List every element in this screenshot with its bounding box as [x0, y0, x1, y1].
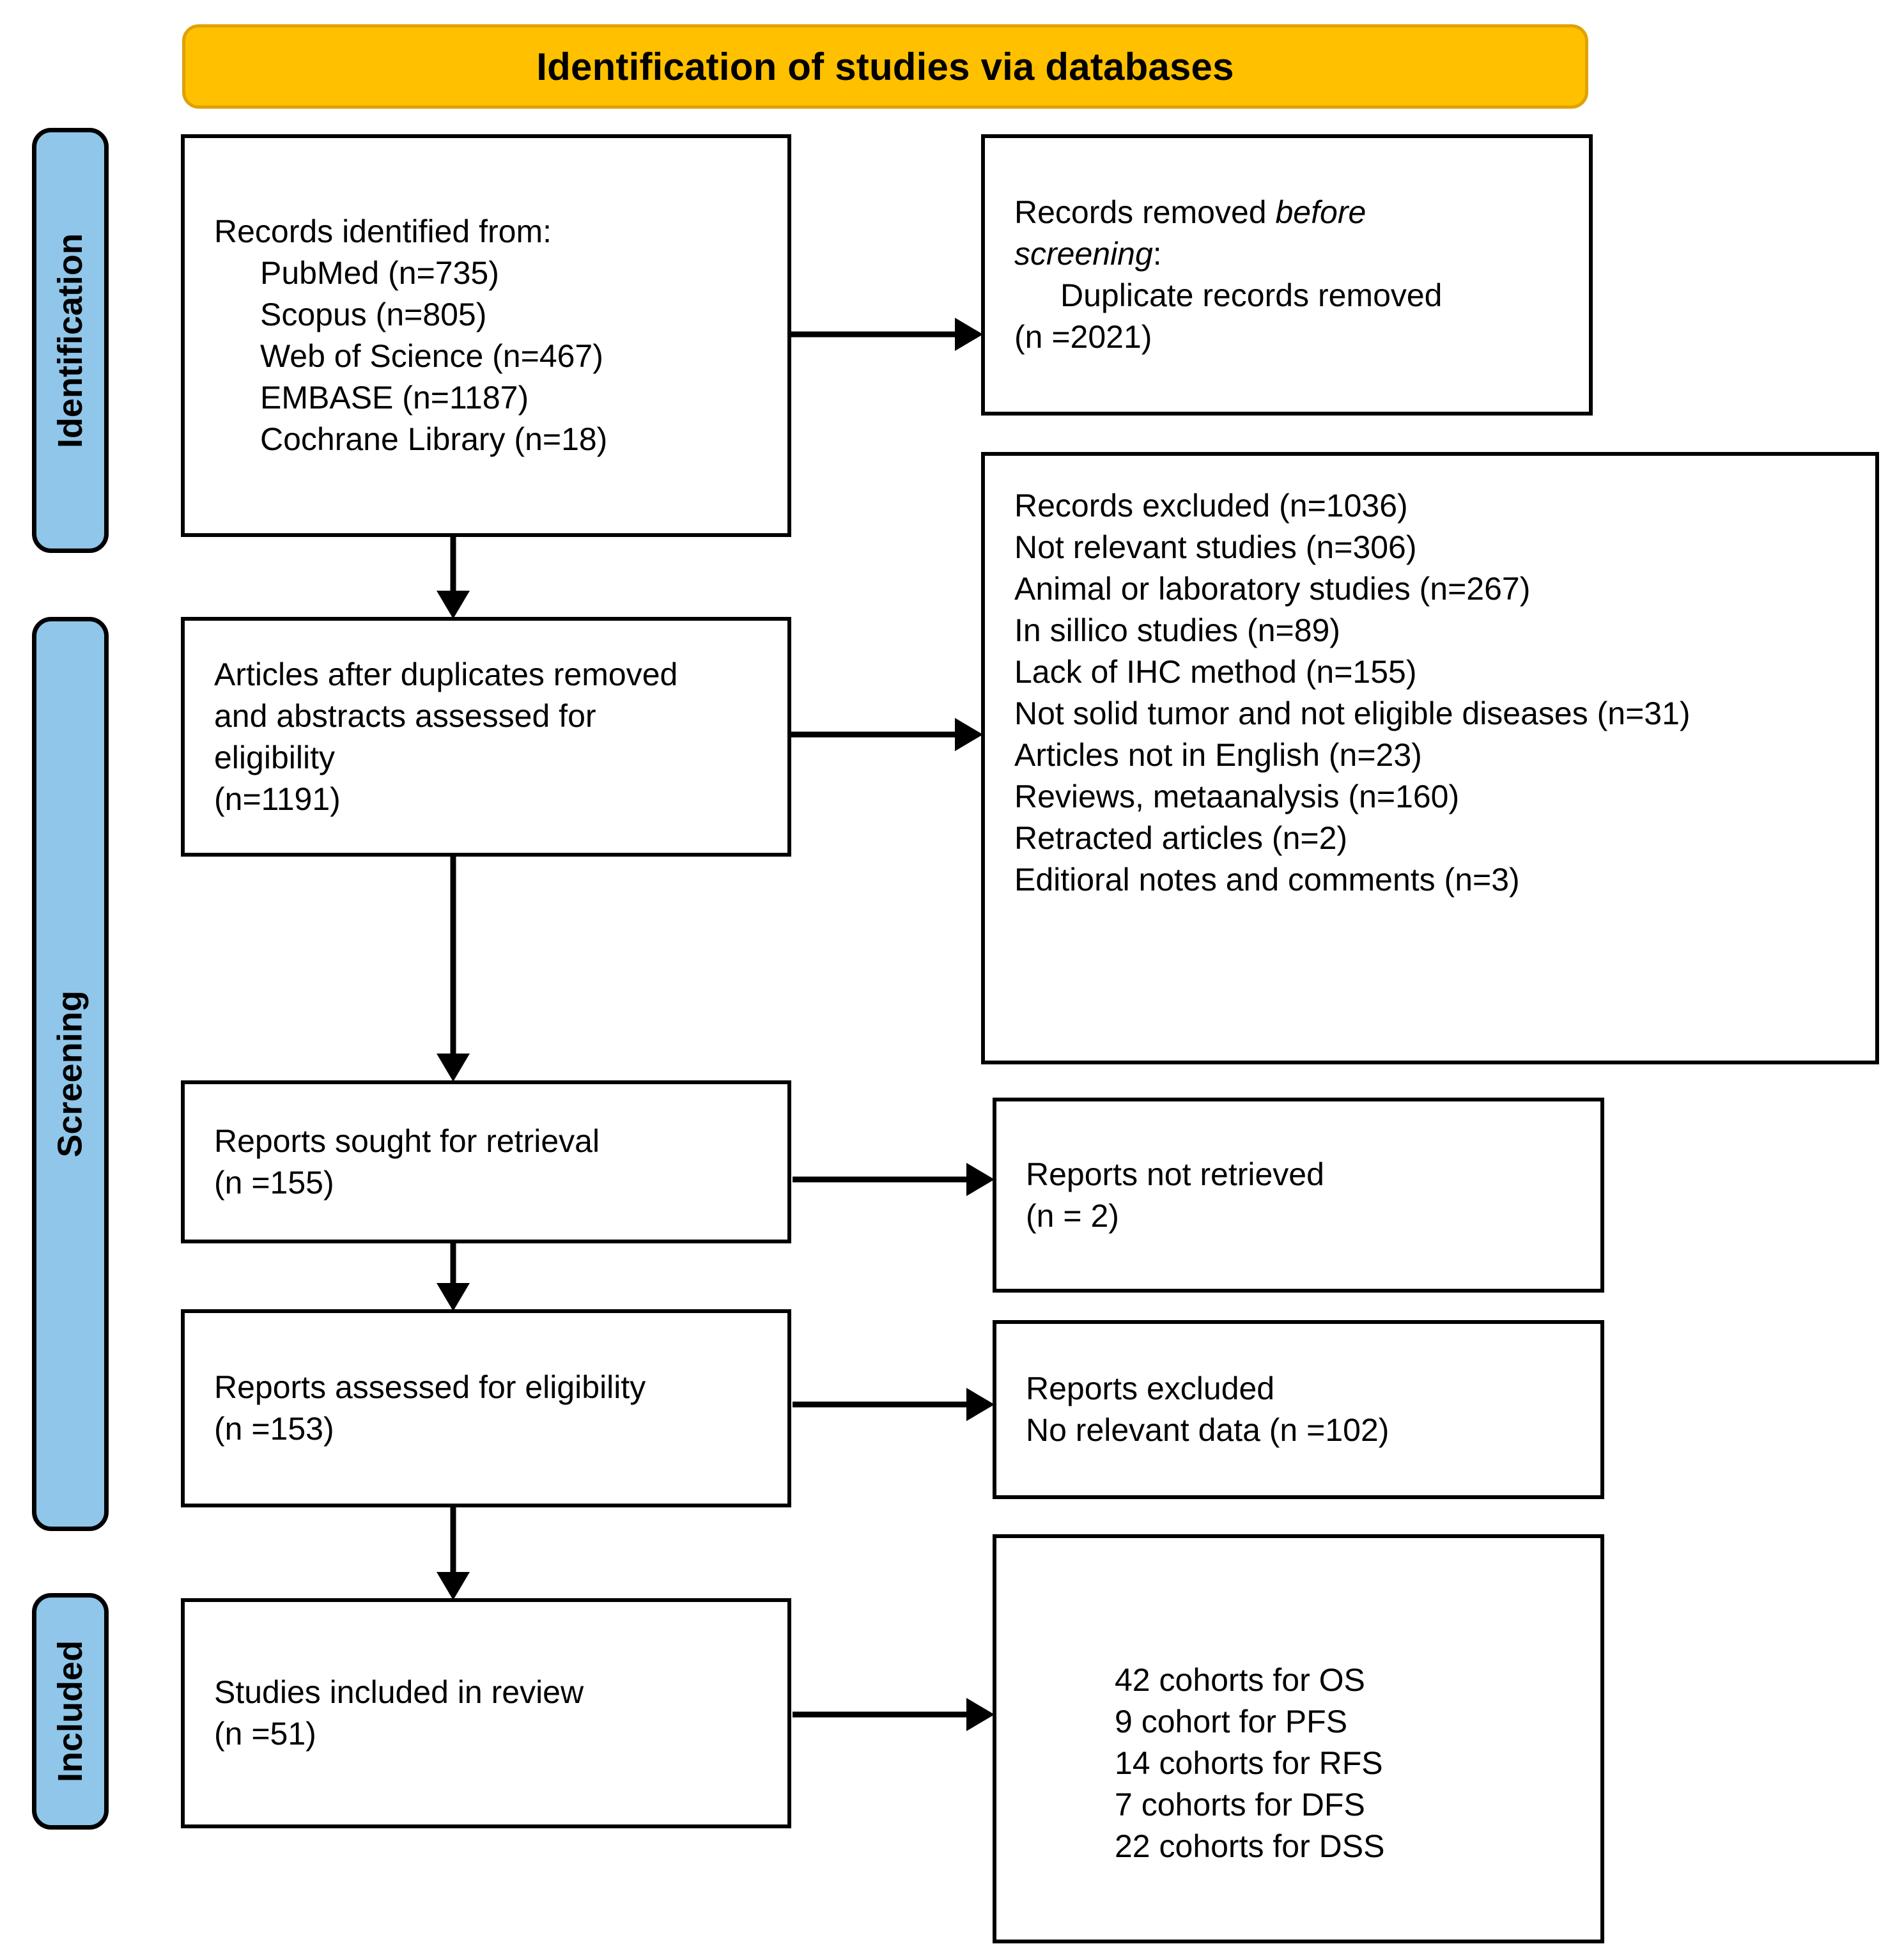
duplicate-records-removed: Duplicate records removed [1060, 277, 1443, 313]
arrow-head [437, 1054, 470, 1082]
removed-before-colon: : [1152, 236, 1162, 272]
box-records-excluded: Records excluded (n=1036) Not relevant s… [981, 452, 1879, 1064]
removed-before-emphasis-2: screening [1014, 236, 1153, 272]
arrow-identified-to-after-dupes [436, 537, 470, 619]
box-reports-assessed-for-eligibility: Reports assessed for eligibility (n =153… [181, 1309, 791, 1507]
cohorts-dfs: 7 cohorts for DFS [1115, 1787, 1365, 1823]
exclusion-in-sillico: In sillico studies (n=89) [1014, 612, 1340, 648]
arrow-shaft [450, 537, 456, 592]
removed-before-text: Records removed [1014, 194, 1276, 230]
after-dupes-count: (n=1191) [214, 781, 341, 817]
arrow-sought-to-assessed [436, 1243, 470, 1311]
box-reports-sought-for-retrieval: Reports sought for retrieval (n =155) [181, 1080, 791, 1243]
not-retrieved-count: (n = 2) [1026, 1197, 1119, 1234]
phase-tab-screening: Screening [32, 617, 109, 1531]
arrow-head [955, 718, 983, 751]
box-studies-included-in-review: Studies included in review (n =51) [181, 1598, 791, 1828]
assessed-line1: Reports assessed for eligibility [214, 1369, 646, 1405]
records-identified-heading: Records identified from: [214, 214, 552, 249]
reports-excluded-line2: No relevant data (n =102) [1026, 1412, 1389, 1448]
source-embase: EMBASE (n=1187) [260, 380, 529, 416]
arrow-shaft [450, 857, 456, 1055]
box-reports-excluded: Reports excluded No relevant data (n =10… [993, 1320, 1604, 1499]
removed-before-emphasis: before [1275, 194, 1366, 230]
phase-tab-identification: Identification [32, 128, 109, 553]
arrow-identified-to-removed [791, 317, 983, 352]
removed-before-line2: screening: [1014, 233, 1572, 275]
arrow-shaft [450, 1507, 456, 1573]
arrow-head [437, 591, 470, 619]
cohorts-os: 42 cohorts for OS [1115, 1662, 1365, 1698]
arrow-shaft [791, 731, 955, 738]
source-web-of-science: Web of Science (n=467) [260, 338, 603, 374]
arrow-after-dupes-to-records-excluded [791, 717, 983, 752]
cohorts-dss: 22 cohorts for DSS [1115, 1828, 1385, 1864]
arrow-shaft [793, 1711, 966, 1718]
not-retrieved-line1: Reports not retrieved [1026, 1156, 1324, 1192]
phase-label-identification: Identification [51, 233, 89, 448]
exclusion-not-solid-tumor: Not solid tumor and not eligible disease… [1014, 696, 1691, 731]
sought-count: (n =155) [214, 1164, 334, 1201]
box-records-removed-before-screening: Records removed before screening: Duplic… [981, 134, 1593, 416]
source-cochrane-library: Cochrane Library (n=18) [260, 421, 608, 457]
included-line1: Studies included in review [214, 1674, 584, 1710]
arrow-assessed-to-included [436, 1507, 470, 1600]
arrow-shaft [791, 331, 955, 338]
arrow-shaft [793, 1401, 966, 1408]
arrow-head [966, 1698, 995, 1731]
arrow-head [966, 1388, 995, 1421]
box-reports-not-retrieved: Reports not retrieved (n = 2) [993, 1098, 1604, 1293]
after-dupes-line1: Articles after duplicates removed [214, 656, 678, 692]
records-excluded-total: Records excluded (n=1036) [1014, 488, 1408, 524]
removed-before-line1: Records removed before [1014, 192, 1572, 233]
arrow-head [955, 318, 983, 351]
arrow-head [437, 1283, 470, 1311]
box-records-identified: Records identified from: PubMed (n=735) … [181, 134, 791, 537]
included-count: (n =51) [214, 1716, 316, 1752]
exclusion-editorial-notes: Editioral notes and comments (n=3) [1014, 862, 1520, 898]
header-banner: Identification of studies via databases [182, 24, 1588, 109]
exclusion-not-relevant: Not relevant studies (n=306) [1014, 529, 1417, 565]
arrow-shaft [793, 1176, 966, 1183]
reports-excluded-line1: Reports excluded [1026, 1371, 1275, 1406]
banner-title: Identification of studies via databases [536, 45, 1234, 88]
arrow-head [966, 1163, 995, 1196]
arrow-head [437, 1572, 470, 1600]
phase-label-screening: Screening [51, 990, 89, 1158]
arrow-sought-to-not-retrieved [793, 1162, 995, 1197]
exclusion-retracted: Retracted articles (n=2) [1014, 820, 1348, 856]
assessed-count: (n =153) [214, 1411, 334, 1447]
sought-line1: Reports sought for retrieval [214, 1123, 600, 1159]
phase-tab-included: Included [32, 1593, 109, 1830]
exclusion-lack-ihc: Lack of IHC method (n=155) [1014, 654, 1417, 690]
cohorts-pfs: 9 cohort for PFS [1115, 1704, 1348, 1739]
box-cohorts-by-outcome: 42 cohorts for OS 9 cohort for PFS 14 co… [993, 1534, 1604, 1943]
cohorts-rfs: 14 cohorts for RFS [1115, 1745, 1383, 1781]
exclusion-reviews-metaanalysis: Reviews, metaanalysis (n=160) [1014, 779, 1460, 814]
box-articles-after-duplicates: Articles after duplicates removed and ab… [181, 617, 791, 857]
exclusion-not-english: Articles not in English (n=23) [1014, 737, 1422, 773]
after-dupes-line2: and abstracts assessed for [214, 697, 596, 734]
source-pubmed: PubMed (n=735) [260, 255, 499, 291]
source-scopus: Scopus (n=805) [260, 297, 487, 332]
after-dupes-line3: eligibility [214, 739, 335, 775]
arrow-assessed-to-reports-excluded [793, 1387, 995, 1422]
exclusion-animal-laboratory: Animal or laboratory studies (n=267) [1014, 571, 1531, 607]
arrow-included-to-cohorts [793, 1697, 995, 1732]
phase-label-included: Included [51, 1640, 90, 1783]
arrow-shaft [450, 1243, 456, 1284]
arrow-after-dupes-to-sought [436, 857, 470, 1082]
duplicate-records-count: (n =2021) [1014, 319, 1152, 355]
